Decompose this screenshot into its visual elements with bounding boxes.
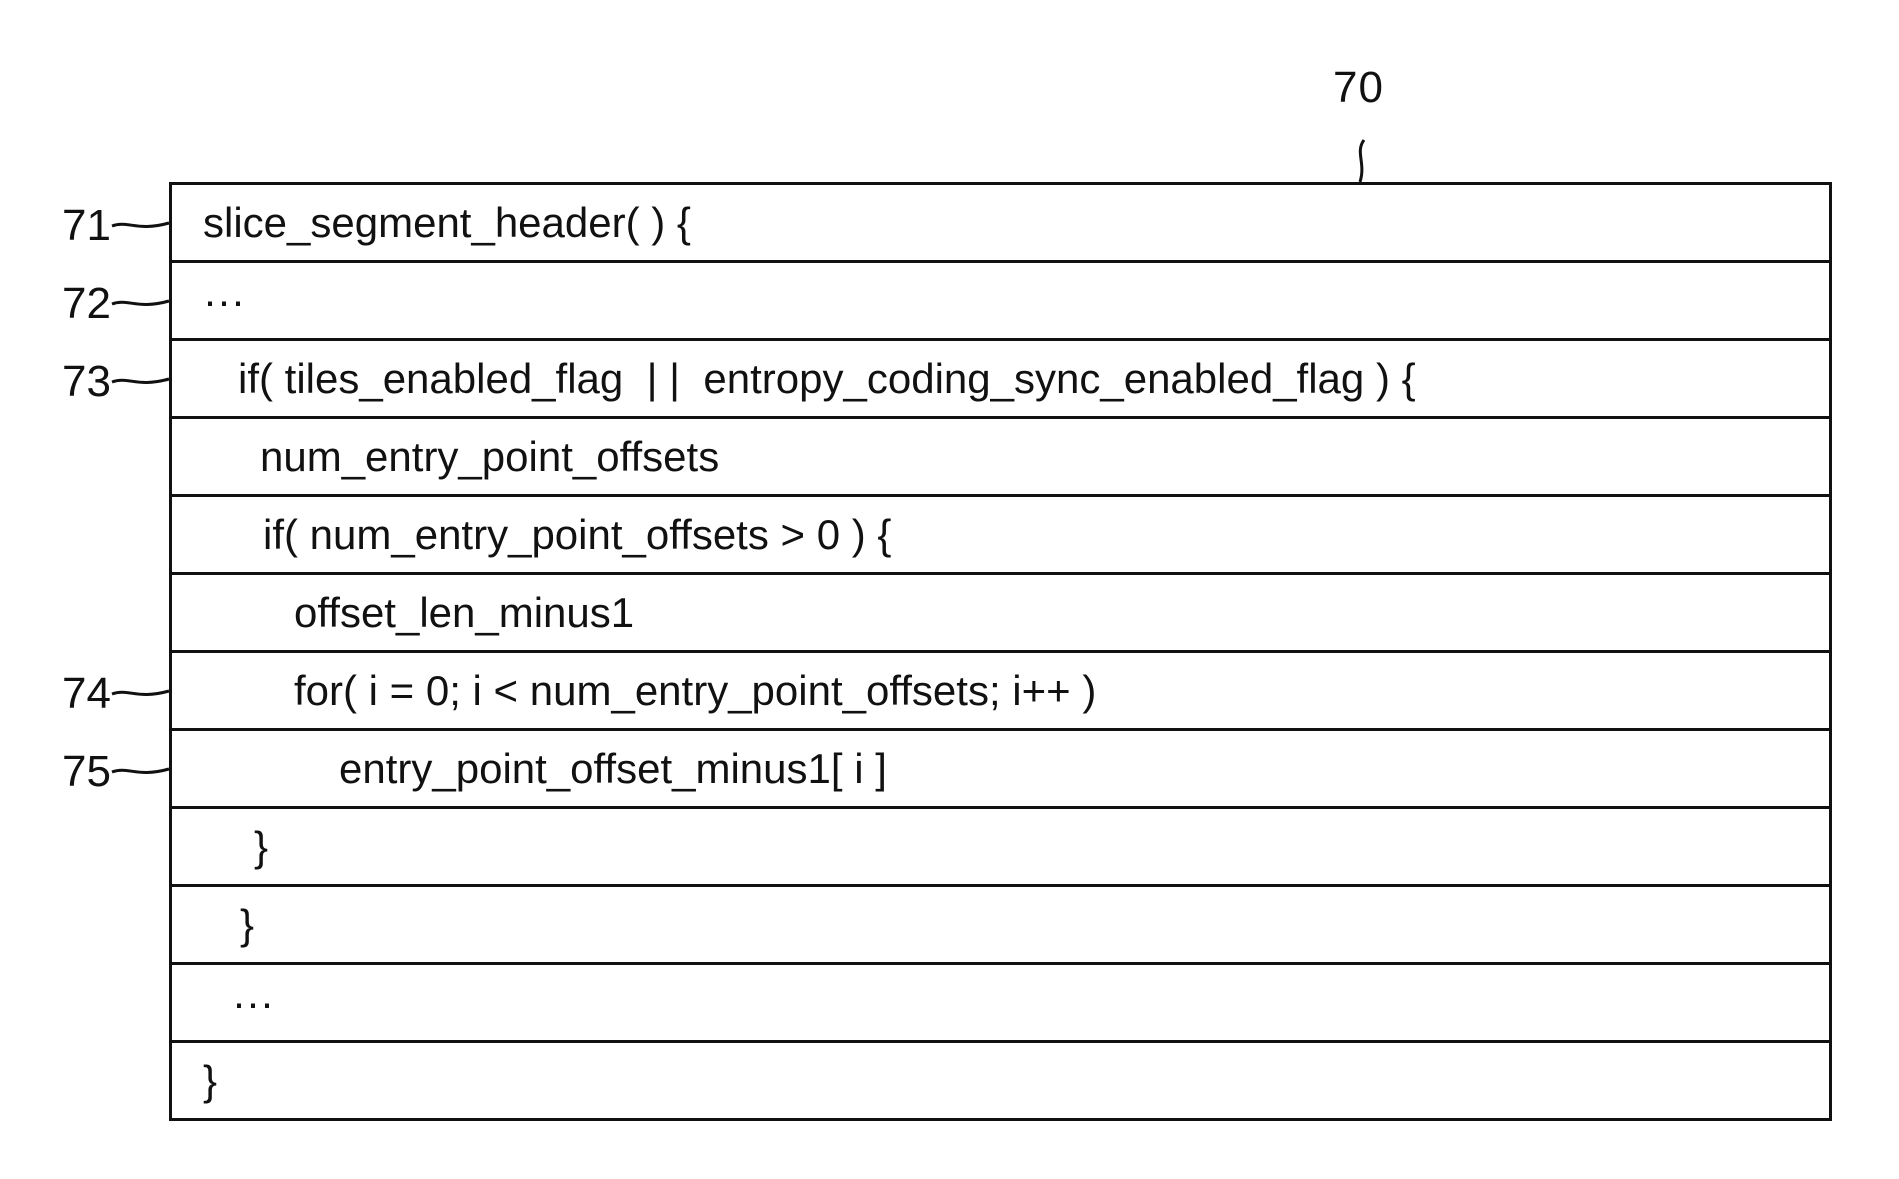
syntax-row-num-entry-point-offsets: num_entry_point_offsets [172,419,1829,497]
syntax-row-ellipsis-bottom: ··· [172,965,1829,1043]
row-leader-74 [112,691,169,694]
row-reference-label-72: 72 [62,280,111,328]
figure-leader-line [1360,140,1364,182]
row-reference-label-74: 74 [62,670,111,718]
syntax-row-text: slice_segment_header( ) { [203,185,691,260]
syntax-row-71: slice_segment_header( ) { [172,185,1829,263]
syntax-row-close-brace-inner: } [172,809,1829,887]
syntax-row-text: ··· [203,263,245,338]
syntax-row-close-brace-outer: } [172,1043,1829,1121]
syntax-row-75: entry_point_offset_minus1[ i ] [172,731,1829,809]
syntax-row-if-num-entry-point-offsets: if( num_entry_point_offsets > 0 ) { [172,497,1829,575]
syntax-row-text: if( tiles_enabled_flag | | entropy_codin… [238,341,1416,416]
row-reference-label-73: 73 [62,358,111,406]
syntax-row-text: if( num_entry_point_offsets > 0 ) { [263,497,891,572]
figure-reference-label: 70 [1333,64,1384,112]
syntax-row-close-brace-middle: } [172,887,1829,965]
row-reference-label-75: 75 [62,748,111,796]
row-leader-72 [112,301,169,304]
row-leader-71 [112,223,169,226]
syntax-row-73: if( tiles_enabled_flag | | entropy_codin… [172,341,1829,419]
syntax-row-text: ··· [232,965,274,1040]
syntax-row-text: num_entry_point_offsets [260,419,719,494]
syntax-row-offset-len-minus1: offset_len_minus1 [172,575,1829,653]
row-leader-75 [112,769,169,772]
syntax-table: slice_segment_header( ) { ··· if( tiles_… [169,182,1832,1121]
syntax-row-72: ··· [172,263,1829,341]
row-leader-73 [112,379,169,382]
syntax-row-text: offset_len_minus1 [294,575,634,650]
row-reference-label-71: 71 [62,202,111,250]
syntax-row-text: for( i = 0; i < num_entry_point_offsets;… [294,653,1096,728]
syntax-row-text: entry_point_offset_minus1[ i ] [339,731,887,806]
syntax-row-text: } [240,887,254,962]
syntax-row-74: for( i = 0; i < num_entry_point_offsets;… [172,653,1829,731]
syntax-row-text: } [254,809,268,884]
syntax-row-text: } [203,1043,217,1118]
